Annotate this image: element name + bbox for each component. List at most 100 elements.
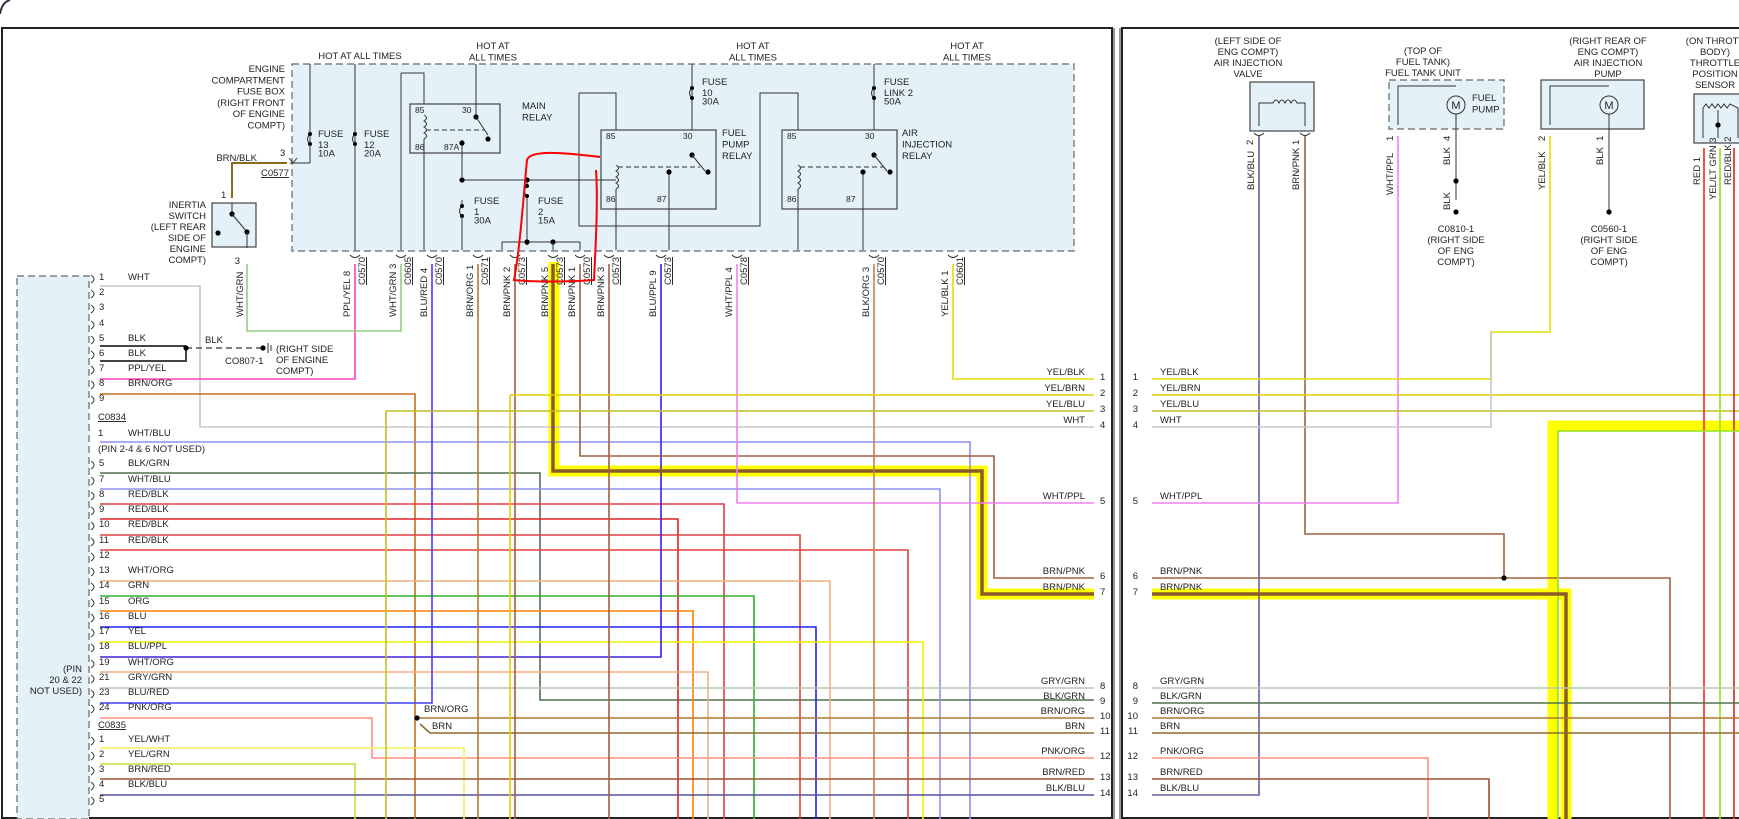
ground-location-label: OF ENGINE [276,355,328,366]
fuel-ground-label: COMPT) [1437,257,1474,268]
ground-id-co807-1: CO807-1 [225,356,264,367]
fuse-1-dot [460,204,464,208]
left-edge-pin-number: 14 [1127,788,1138,799]
connector-c0570: C0570 [434,257,445,285]
wire-brn-pnk-right [1152,136,1505,579]
wire-wht-grn [246,264,402,332]
wire-label-brn-pnk: BRN/PNK 2 [502,267,513,317]
c0833-wire-label: WHT/BLU [128,428,171,439]
c0833-not-used-note: (PIN 2-4 & 6 NOT USED) [98,444,205,455]
valve-wire-blk-blu: BLK/BLU [1246,151,1257,190]
pcm-pin-cup [90,659,95,669]
pcm-pin-cup [90,350,95,360]
tps-wire-red-blk: RED/BLK 2 [1723,136,1734,185]
connector-c0578: C0578 [739,257,750,285]
pcm-pin-cup [90,365,95,375]
main-relay-box [409,103,501,154]
wire-brn-pnk-7-right [1152,592,1568,819]
fuse-link-2-rating: LINK 2 [884,88,913,99]
wire-brn-blk [231,162,287,198]
left-edge-pin-number: 9 [1133,696,1138,707]
air-injection-valve-label: AIR INJECTION [1214,58,1283,69]
inertia-switch-label: (LEFT REAR [151,222,206,233]
c0833-wire-label: RED/BLK [128,519,169,530]
fuse-box-label: (RIGHT FRONT [217,98,285,109]
fuse-12-label: FUSE [364,129,389,140]
c0833-pin: 16 [99,611,110,622]
hot-at-all-times-label: HOT AT [736,41,770,52]
ground-location-label: COMPT) [276,366,313,377]
c0835-wire-label: YEL/GRN [128,749,170,760]
c0835-pin: 2 [99,749,104,760]
c0833-wire-label: RED/BLK [128,535,169,546]
connector-pin [655,254,667,258]
pcm-pin-cup [90,395,95,405]
splice-label-brn-org: BRN/ORG [424,704,468,715]
air-relay-coil [797,164,801,190]
ground-symbol [260,345,266,351]
air-injection-pump-label: ENG COMPT) [1578,47,1639,58]
connector-c0834: C0834 [98,412,126,423]
wire-yel-grn [100,763,356,819]
c0833-wire-label: BLK/GRN [128,458,170,469]
c0834-pin: 8 [99,378,104,389]
c0834-wire-label: PPL/YEL [128,363,167,374]
c0833-pin: 18 [99,641,110,652]
wire-wht [100,285,1094,428]
pcm-block [16,275,90,819]
fuse-13-rating: 13 [318,140,329,151]
pcm-pin-cup [90,506,95,516]
fuse-13-dot [308,142,312,146]
air-injection-valve-box [1249,81,1315,132]
fuse-link-2-rating: 50A [884,97,902,108]
inertia-wire-label: BRN/BLK [216,153,257,164]
c0834-pin: 4 [99,318,104,329]
connector-c0571: C0571 [480,257,491,285]
pcm-pin-cup [90,704,95,714]
right-edge-pin-number: 3 [1100,404,1105,415]
relay-pin-85: 85 [415,105,425,115]
fuse-2-label: FUSE [538,196,563,207]
right-edge-pin-number: 4 [1100,420,1105,431]
connector-c0573: C0573 [611,257,622,285]
c0833-pin: 9 [99,504,104,515]
wire-label-yel-blk: YEL/BLK 1 [940,271,951,317]
right-edge-pin-number: 9 [1100,696,1105,707]
wire-wht-org-19 [100,671,709,819]
relay-pin-87: 87 [657,194,667,204]
right-edge-wire-label: YEL/BRN [1044,383,1085,394]
ground-wire-label: BLK [205,335,224,346]
throttle-position-sensor-label: (ON THROTT [1686,36,1739,47]
left-edge-pin-number: 7 [1133,587,1138,598]
inertia-switch-label: COMPT) [169,255,206,266]
air-injection-relay-box [781,129,898,210]
tps-resistor [1702,103,1739,138]
c0577-arrow [288,157,298,164]
wire-blk-grn [100,472,1094,701]
connector-c0577: C0577 [261,168,289,179]
c0833-wire-label: BLU/PPL [128,641,167,652]
fuse-box-label: COMPT) [248,121,285,132]
inertia-pin-1: 1 [221,190,226,201]
connector-c0570: C0570 [876,257,887,285]
pcm-pin-cup [90,736,95,746]
pcm-pin-cup [90,689,95,699]
right-edge-pin-number: 11 [1100,726,1110,737]
pcm-pin-cup [90,476,95,486]
pcm-pin-cup [90,613,95,623]
fuel-tank-unit-label: FUEL TANK UNIT [1385,68,1461,79]
c0833-pin: 15 [99,596,110,607]
fuse-10-dot [690,86,694,90]
wire-yel [100,641,924,819]
air-injection-relay-label: AIR [902,128,918,139]
valve-pin [1253,132,1265,136]
inertia-switch-box [211,202,257,248]
connector-c0835: C0835 [98,720,126,731]
fuse-box-label: FUSE BOX [237,87,286,98]
fuel-tank-internal [1397,85,1456,125]
fuse-12-rating: 12 [364,140,375,151]
wire-wht-right [1152,332,1492,428]
c0833-pin: 10 [99,519,110,530]
ground-splice [1453,178,1459,184]
wire-grn [100,595,755,819]
